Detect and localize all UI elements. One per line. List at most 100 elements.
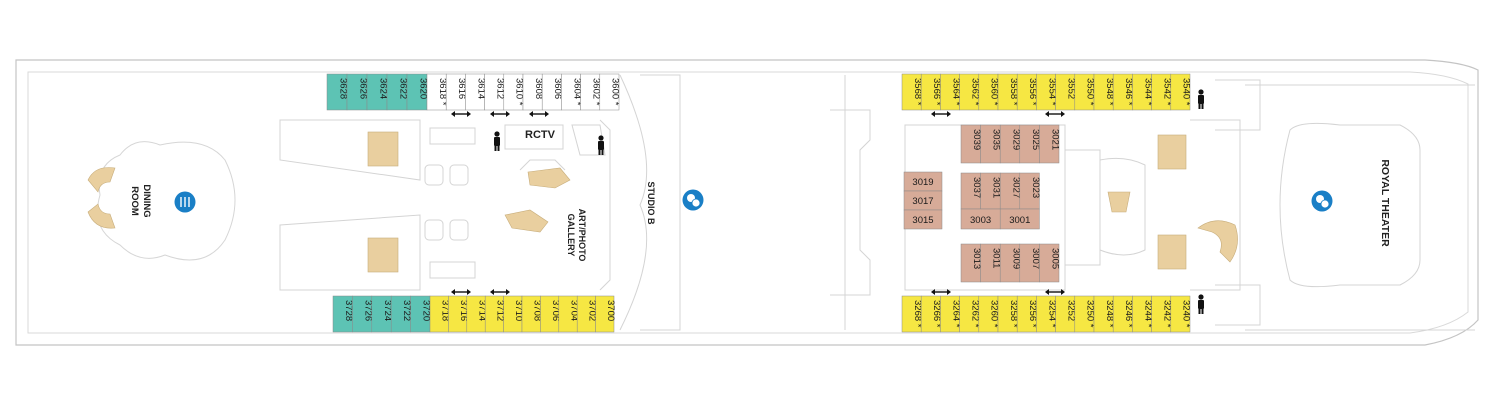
connecting-arrow-icon [1045, 111, 1065, 117]
cabin-number: 3618 * [437, 78, 448, 106]
cabin-number: 3614 [475, 78, 486, 99]
cabin-number: 3039 [971, 129, 982, 150]
cabin-number: 3021 [1050, 129, 1061, 150]
cabin-3005[interactable] [1039, 243, 1060, 283]
rctv-label: RCTV [525, 129, 556, 141]
cabin-number: 3606 [552, 78, 563, 99]
cabin-number: 3604 * [571, 78, 582, 106]
cabin-number: 3546 * [1123, 78, 1134, 106]
cabin-number: 3019 [912, 177, 933, 188]
connecting-arrow-icon [931, 111, 951, 117]
cabin-number: 3266 * [931, 300, 942, 328]
cabin-number: 3029 [1010, 129, 1021, 150]
cabin-number: 3552 [1066, 78, 1077, 99]
cabin-number: 3015 [912, 215, 933, 226]
cabin-3240[interactable] [1170, 295, 1191, 333]
cabin-number: 3704 [568, 300, 579, 321]
cabin-number: 3624 [377, 78, 388, 99]
cabin-number: 3009 [1010, 248, 1021, 269]
art-gallery-label-line2: GALLERY [566, 214, 576, 257]
cabin-number: 3037 [971, 177, 982, 198]
dining-room-label-line2: ROOM [129, 186, 140, 216]
cabin-number: 3616 [456, 78, 467, 99]
cabin-number: 3252 [1066, 300, 1077, 321]
cabin-number: 3626 [357, 78, 368, 99]
cabin-number: 3562 * [970, 78, 981, 106]
cabin-number: 3011 [991, 248, 1002, 268]
cabin-3021[interactable] [1039, 124, 1060, 164]
connecting-arrow-icon [1045, 289, 1065, 295]
royal-theater-label: ROYAL THEATER [1379, 159, 1391, 247]
theater-icon [1311, 190, 1333, 212]
cabin-number: 3610 * [514, 78, 525, 106]
cabin-number: 3720 [421, 300, 432, 321]
cabin-number: 3558 * [1008, 78, 1019, 106]
cabin-number: 3712 [495, 300, 506, 321]
connecting-arrow-icon [931, 289, 951, 295]
cabin-number: 3001 [1009, 215, 1030, 226]
hull-inner-line [27, 71, 1469, 334]
cabin-number: 3005 [1050, 248, 1061, 269]
cabin-number: 3600 * [610, 78, 621, 106]
connecting-arrow-icon [529, 111, 549, 117]
cabin-number: 3728 [343, 300, 354, 321]
cabin-number: 3722 [401, 300, 412, 321]
ship-hull [15, 59, 1479, 346]
restroom-icon [1198, 294, 1204, 314]
dining-icon [174, 191, 196, 213]
cabin-number: 3264 * [950, 300, 961, 328]
cabin-number: 3254 * [1046, 300, 1057, 328]
dining-room-label-line1: DINING [141, 184, 152, 217]
cabin-3015[interactable] [903, 209, 943, 230]
cabin-number: 3602 * [591, 78, 602, 106]
cabin-number: 3240 * [1181, 300, 1192, 328]
cabin-3001[interactable] [999, 208, 1040, 230]
cabin-number: 3702 [587, 300, 598, 321]
cabin-number: 3706 [550, 300, 561, 321]
cabin-number: 3608 [533, 78, 544, 99]
restroom-icon [494, 131, 500, 151]
cabin-number: 3566 * [931, 78, 942, 106]
cabin-number: 3620 [417, 78, 428, 99]
cabin-number: 3612 [495, 78, 506, 99]
cabin-3540[interactable] [1170, 73, 1191, 111]
cabin-number: 3548 * [1104, 78, 1115, 106]
forward-interior-walls [279, 74, 681, 331]
cabin-number: 3025 [1030, 129, 1041, 150]
cabin-3700[interactable] [595, 295, 615, 333]
cabin-number: 3714 [476, 300, 487, 321]
connecting-arrow-icon [490, 289, 510, 295]
cabin-number: 3718 [440, 300, 451, 321]
cabin-number: 3258 * [1008, 300, 1019, 328]
cabin-number: 3628 [337, 78, 348, 99]
cabin-number: 3542 * [1162, 78, 1173, 106]
connecting-arrow-icon [451, 111, 471, 117]
cabin-3600[interactable] [599, 73, 620, 111]
cabin-number: 3242 * [1162, 300, 1173, 328]
cabin-number: 3035 [991, 129, 1002, 150]
cabin-number: 3260 * [989, 300, 1000, 328]
cabin-number: 3726 [362, 300, 373, 321]
cabin-number: 3716 [458, 300, 469, 321]
theater-icon [682, 189, 704, 211]
restroom-icon [1198, 89, 1204, 109]
restroom-icon [598, 135, 604, 155]
cabin-number: 3013 [971, 248, 982, 269]
cabin-number: 3003 [970, 215, 991, 226]
stairs [87, 131, 1238, 273]
cabin-number: 3554 * [1046, 78, 1057, 106]
cabin-number: 3622 [397, 78, 408, 99]
cabin-number: 3262 * [970, 300, 981, 328]
cabin-number: 3700 [605, 300, 616, 321]
cabin-number: 3708 [532, 300, 543, 321]
dining-room-outline [97, 141, 236, 261]
cabin-number: 3564 * [950, 78, 961, 106]
cabin-number: 3017 [912, 196, 933, 207]
cabin-number: 3556 * [1027, 78, 1038, 106]
cabin-number: 3244 * [1142, 300, 1153, 328]
cabin-number: 3023 [1030, 177, 1041, 198]
connecting-arrow-icon [490, 111, 510, 117]
studio-b-label: STUDIO B [646, 181, 656, 225]
cabin-number: 3544 * [1142, 78, 1153, 106]
